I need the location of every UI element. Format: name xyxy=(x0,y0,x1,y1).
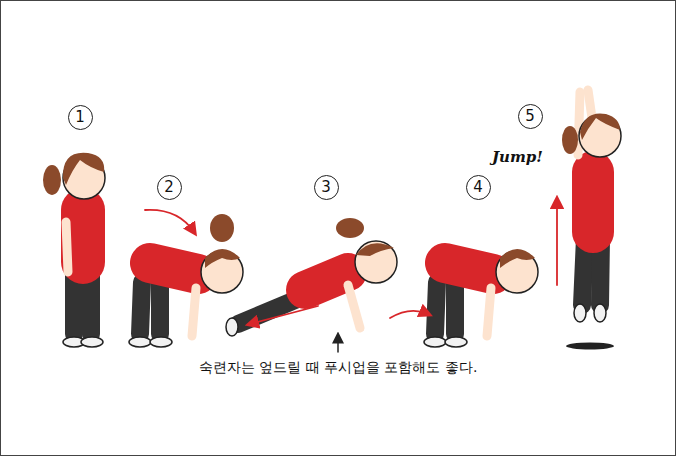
step-number-circle: 2 xyxy=(157,175,182,200)
step-number: 3 xyxy=(321,180,331,195)
step-number: 1 xyxy=(75,110,85,125)
step-number-circle: 1 xyxy=(68,105,93,130)
step-number: 2 xyxy=(164,180,174,195)
jump-label: Jump! xyxy=(492,148,543,166)
step-number-circle: 4 xyxy=(466,175,491,200)
step-number: 4 xyxy=(473,180,483,195)
step-number-circle: 5 xyxy=(518,104,543,129)
note-text: 숙련자는 엎드릴 때 푸시업을 포함해도 좋다. xyxy=(199,359,478,377)
step-number: 5 xyxy=(525,109,535,124)
step-number-circle: 3 xyxy=(314,175,339,200)
